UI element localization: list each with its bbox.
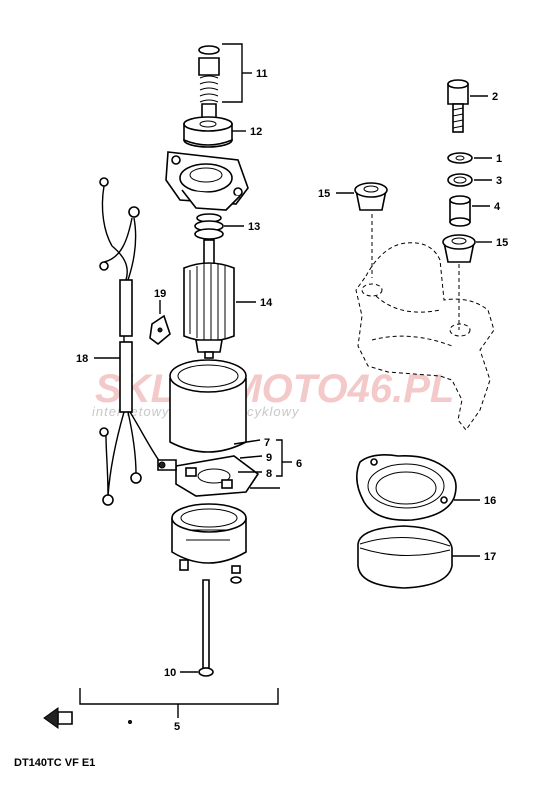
callout-19: 19 (154, 288, 166, 300)
callout-13: 13 (248, 221, 260, 233)
part-15-grommet-left (354, 182, 388, 211)
part-yoke (169, 359, 247, 453)
callout-16: 16 (484, 495, 496, 507)
part-18-wire-harness (99, 177, 161, 506)
callout-1: 1 (496, 153, 502, 165)
model-code: DT140TC VF E1 (14, 757, 95, 769)
part-12-pinion-gear (183, 116, 233, 148)
callout-8: 8 (266, 468, 272, 480)
part-11-pinion-stack (198, 45, 220, 119)
callout-17: 17 (484, 551, 496, 563)
callout-15-left: 15 (318, 188, 330, 200)
watermark: SKLEPMOTO46.PL internetowy sklep motocyk… (92, 367, 454, 419)
callout-12: 12 (250, 126, 262, 138)
bracket-5 (79, 688, 279, 705)
callout-7: 7 (264, 437, 270, 449)
callout-2: 2 (492, 91, 498, 103)
part-brush-holder (157, 455, 260, 497)
part-17-band (357, 525, 453, 589)
part-10-through-bolt (198, 579, 214, 677)
callout-18: 18 (76, 353, 88, 365)
bracket-11 (222, 43, 243, 103)
part-upper-frame (165, 151, 249, 211)
callout-6: 6 (296, 458, 302, 470)
part-2-bolt (447, 79, 469, 133)
bracket-6 (276, 439, 283, 477)
part-13-washers (194, 213, 224, 240)
callout-4: 4 (494, 201, 501, 213)
part-3-washer (447, 173, 473, 187)
callout-15-right: 15 (496, 237, 508, 249)
part-19-clip (149, 314, 171, 346)
part-14-armature (183, 239, 235, 359)
callout-3: 3 (496, 175, 502, 187)
front-arrow-icon (43, 707, 73, 729)
callout-11: 11 (256, 68, 268, 80)
watermark-brand: SKLEPMOTO46.PL (95, 367, 454, 411)
callout-5: 5 (174, 721, 180, 733)
part-nut (230, 565, 242, 584)
part-1-washer (447, 152, 473, 164)
callout-9: 9 (266, 452, 272, 464)
callout-14: 14 (260, 297, 273, 309)
part-15-grommet-right (442, 234, 476, 263)
callout-10: 10 (164, 667, 176, 679)
part-end-cap (171, 503, 247, 571)
part-mounting-bracket (355, 214, 495, 431)
part-4-collar (449, 195, 471, 227)
part-16-gasket-plate (356, 454, 457, 521)
